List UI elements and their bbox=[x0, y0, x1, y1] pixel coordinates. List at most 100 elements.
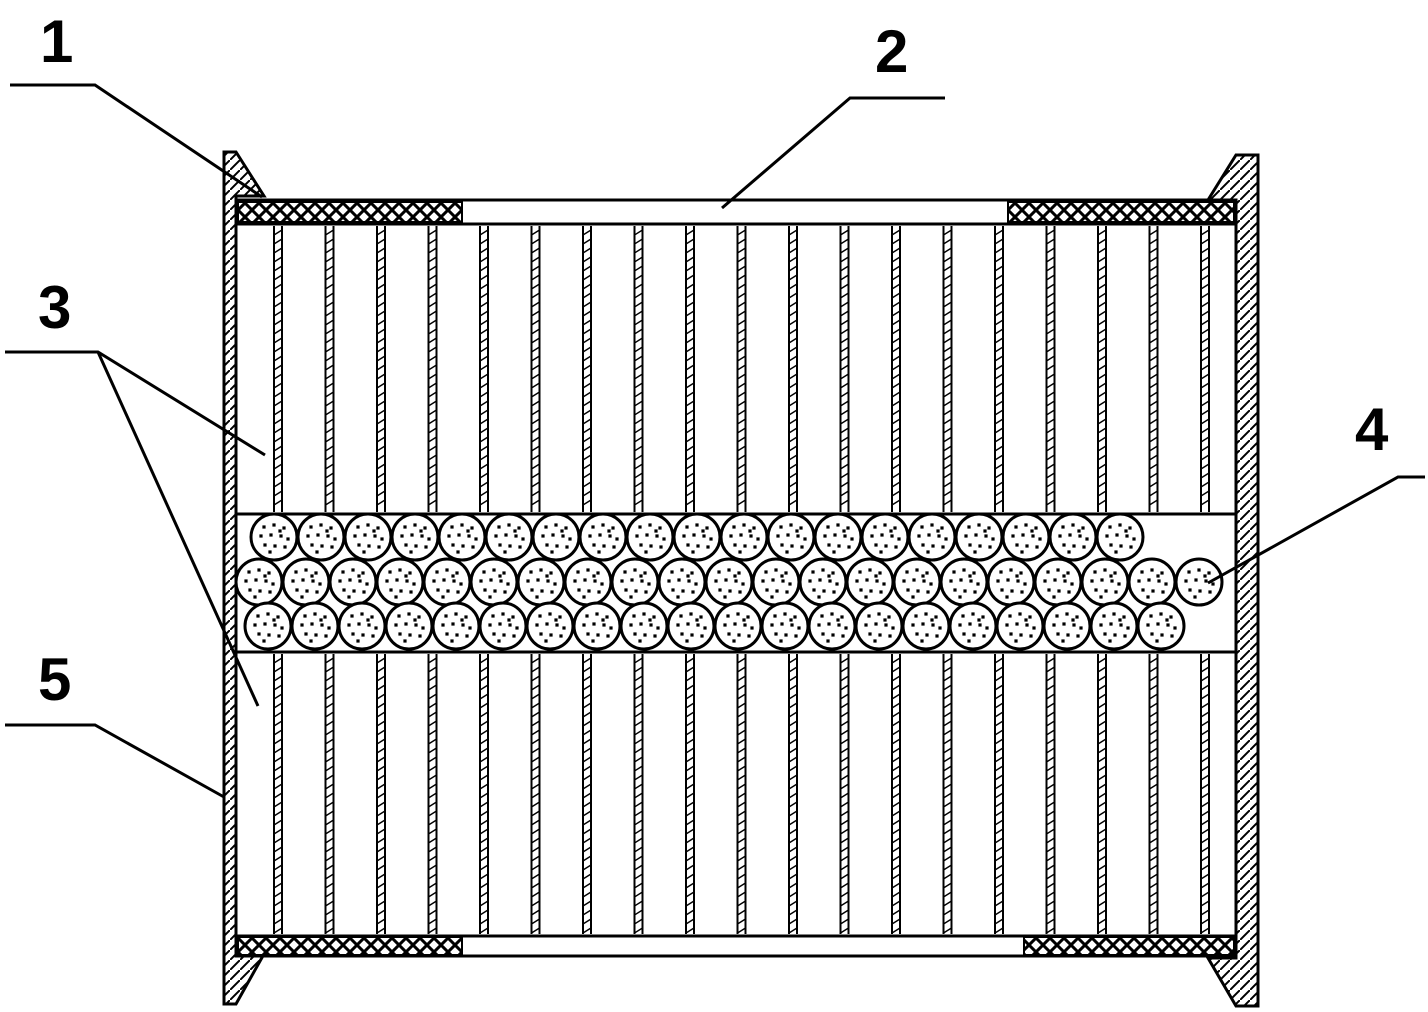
particle-dot bbox=[746, 615, 750, 619]
particle-dot bbox=[502, 633, 506, 637]
particle-dot bbox=[874, 622, 878, 626]
particle-dot bbox=[330, 545, 334, 549]
particle-dot bbox=[717, 570, 721, 574]
particle-dot bbox=[482, 570, 486, 574]
particle-dot bbox=[356, 525, 360, 529]
rod-hatch bbox=[325, 657, 334, 934]
particle-dot bbox=[681, 589, 685, 593]
particle-dot bbox=[833, 533, 837, 537]
particle-dot bbox=[962, 632, 966, 636]
rod bbox=[1097, 654, 1107, 934]
particle-dot bbox=[1141, 588, 1145, 592]
particle-dot bbox=[595, 612, 599, 616]
rod bbox=[530, 654, 541, 934]
particle-dot bbox=[498, 622, 502, 626]
particle bbox=[281, 557, 331, 607]
particle-dot bbox=[643, 633, 647, 637]
particle-dot bbox=[1114, 550, 1118, 554]
particle-dot bbox=[397, 614, 401, 618]
particle-dot bbox=[1161, 590, 1165, 594]
callout-3: 3 bbox=[38, 274, 71, 341]
particle-dot bbox=[694, 582, 698, 586]
particle-dot bbox=[1034, 526, 1038, 530]
particle-dot bbox=[1068, 533, 1072, 537]
particle-dot bbox=[326, 534, 330, 538]
particle-dot bbox=[905, 570, 909, 574]
particle-outline bbox=[1136, 601, 1186, 651]
particle-dot bbox=[305, 589, 309, 593]
particle-dot bbox=[555, 623, 559, 627]
particle-outline bbox=[390, 512, 440, 562]
particle-dot bbox=[521, 537, 525, 541]
particle-dot bbox=[1151, 589, 1155, 593]
particle-dot bbox=[644, 550, 648, 554]
particle-dot bbox=[686, 622, 690, 626]
particle bbox=[713, 601, 763, 651]
particle-dot bbox=[988, 545, 992, 549]
particle-dot bbox=[794, 634, 798, 638]
particle-dot bbox=[639, 543, 643, 547]
particle-dot bbox=[1076, 634, 1080, 638]
particle bbox=[572, 601, 622, 651]
particle-dot bbox=[761, 579, 765, 583]
particle-dot bbox=[734, 579, 738, 583]
particle-dot bbox=[310, 574, 314, 578]
particle-dot bbox=[727, 632, 731, 636]
particle-dot bbox=[1146, 623, 1150, 627]
particle-dot bbox=[645, 533, 649, 537]
particle-dot bbox=[1029, 634, 1033, 638]
particle-dot bbox=[875, 579, 879, 583]
particle-dot bbox=[545, 574, 549, 578]
particle-dot bbox=[968, 622, 972, 626]
particle bbox=[610, 557, 660, 607]
particle-dot bbox=[775, 589, 779, 593]
particle-dot bbox=[348, 578, 352, 582]
particle-dot bbox=[1146, 595, 1150, 599]
particle-dot bbox=[262, 525, 266, 529]
rod-hatch bbox=[685, 229, 695, 506]
particle-dot bbox=[817, 623, 821, 627]
particle-dot bbox=[750, 626, 754, 630]
particle-dot bbox=[1090, 579, 1094, 583]
rod-hatch bbox=[582, 229, 592, 506]
particle-dot bbox=[930, 618, 934, 622]
particle-dot bbox=[1016, 579, 1020, 583]
particle-dot bbox=[376, 526, 380, 530]
particle-dot bbox=[835, 582, 839, 586]
particle-dot bbox=[559, 634, 563, 638]
particle-dot bbox=[733, 574, 737, 578]
particle-dot bbox=[385, 579, 389, 583]
callout-5: 5 bbox=[38, 646, 71, 713]
particle-dot bbox=[560, 529, 564, 533]
particle-dot bbox=[327, 626, 331, 630]
particle-dot bbox=[461, 623, 465, 627]
particle-dot bbox=[935, 634, 939, 638]
particle-dot bbox=[883, 618, 887, 622]
particle-dot bbox=[677, 578, 681, 582]
particle-dot bbox=[300, 595, 304, 599]
particle bbox=[249, 512, 299, 562]
particle-dot bbox=[1025, 623, 1029, 627]
particle-dot bbox=[362, 550, 366, 554]
particle-dot bbox=[974, 533, 978, 537]
particle-dot bbox=[363, 533, 367, 537]
particle-dot bbox=[489, 578, 493, 582]
particle-dot bbox=[256, 614, 260, 618]
particle-dot bbox=[324, 634, 328, 638]
particle-dot bbox=[1009, 568, 1013, 572]
particle-dot bbox=[503, 590, 507, 594]
particle-dot bbox=[879, 550, 883, 554]
particle-dot bbox=[403, 639, 407, 643]
particle bbox=[666, 601, 716, 651]
particle-dot bbox=[788, 582, 792, 586]
particle bbox=[860, 512, 910, 562]
particle-dot bbox=[991, 537, 995, 541]
particle-dot bbox=[1015, 543, 1019, 547]
particle-dot bbox=[1113, 633, 1117, 637]
particle-dot bbox=[597, 590, 601, 594]
particle-dot bbox=[1118, 523, 1122, 527]
particle-dot bbox=[690, 633, 694, 637]
particle-dot bbox=[784, 633, 788, 637]
particle-dot bbox=[455, 571, 459, 575]
particle-dot bbox=[1157, 579, 1161, 583]
